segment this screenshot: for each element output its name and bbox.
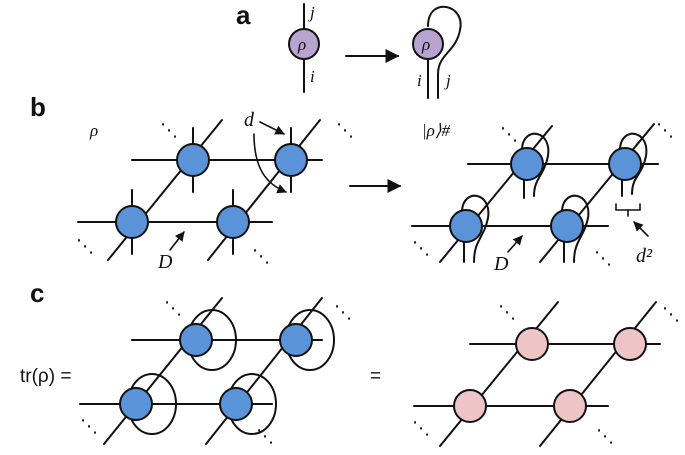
- ellipsis: ⋱: [334, 302, 352, 323]
- folded-leg: [521, 132, 550, 197]
- tensor-node: [608, 147, 642, 181]
- equals-sign: =: [370, 366, 381, 387]
- ellipsis: ⋱: [594, 248, 612, 269]
- tensor-node: [274, 143, 308, 177]
- bond-diagonal: [539, 301, 657, 447]
- bond-dim-label: D: [493, 253, 509, 275]
- tensor-node: [288, 28, 320, 60]
- bond-diagonal: [103, 297, 223, 445]
- ellipsis: ⋱: [256, 426, 274, 447]
- density-tensor-a-right: ρ i j: [412, 5, 462, 99]
- ellipsis: ⋱: [80, 416, 98, 437]
- d-arrow: [259, 121, 285, 135]
- folded-leg: [561, 194, 590, 263]
- tensor-node: [553, 389, 587, 423]
- panel-label-a: a: [236, 0, 251, 30]
- ellipsis: ⋱: [160, 120, 178, 141]
- index-i-left: i: [417, 71, 422, 90]
- d2-arrow: [633, 221, 649, 237]
- traced-lattice-left: ⋱ ⋱ ⋱ ⋱: [79, 297, 352, 447]
- physical-dim-label: d: [244, 109, 255, 131]
- ellipsis: ⋱: [336, 120, 354, 141]
- d-arrow: [253, 133, 287, 194]
- ellipsis: ⋱: [498, 302, 516, 323]
- d2-bracket: [615, 203, 641, 211]
- contracted-lattice-right: ⋱ ⋱ ⋱ ⋱: [412, 301, 680, 447]
- d2-label: d²: [636, 245, 653, 267]
- trace-label: tr(ρ) =: [20, 366, 71, 387]
- rho-label: ρ: [297, 35, 306, 54]
- rho-label-b: ρ: [89, 121, 98, 140]
- tensor-node: [219, 387, 253, 421]
- ellipsis: ⋱: [656, 120, 674, 141]
- ellipsis: ⋱: [596, 426, 614, 447]
- D-arrow: [507, 235, 523, 253]
- peps-lattice-left: ⋱ ⋱ ⋱ ⋱ d D: [76, 109, 354, 273]
- ellipsis: ⋱: [412, 238, 430, 259]
- panel-a: a ρ j i ρ i j: [236, 0, 462, 99]
- ellipsis: ⋱: [164, 298, 182, 319]
- panel-label-c: c: [30, 278, 44, 308]
- ellipsis: ⋱: [412, 418, 430, 439]
- bond-diagonal: [207, 119, 321, 261]
- tensor-node: [179, 323, 213, 357]
- tensor-node: [453, 389, 487, 423]
- tensor-node: [176, 143, 210, 177]
- bond-diagonal: [205, 297, 323, 445]
- folded-leg: [427, 5, 462, 99]
- index-i-bottom: i: [310, 67, 315, 86]
- bond-diagonal: [539, 123, 655, 263]
- peps-lattice-right: |ρ⟩# ⋱ ⋱ ⋱ ⋱ d²: [411, 120, 674, 275]
- tensor-node: [550, 209, 584, 243]
- density-tensor-a-left: ρ j i: [288, 3, 320, 93]
- bond-diagonal: [439, 301, 559, 447]
- tensor-node: [279, 323, 313, 357]
- panel-c: c tr(ρ) = ⋱ ⋱ ⋱ ⋱ =: [20, 278, 680, 447]
- panel-b: b ρ ⋱ ⋱ ⋱ ⋱ d D: [30, 92, 674, 275]
- tensor-node: [449, 209, 483, 243]
- index-j-top: j: [308, 3, 315, 22]
- ellipsis: ⋱: [662, 304, 680, 325]
- tensor-node: [510, 147, 544, 181]
- ellipsis: ⋱: [500, 124, 518, 145]
- tensor-node: [216, 205, 250, 239]
- index-j-right: j: [444, 71, 451, 90]
- bond-dim-label: D: [157, 251, 173, 273]
- tensor-node: [515, 327, 549, 361]
- bond-diagonal: [439, 125, 553, 263]
- ellipsis: ⋱: [252, 246, 270, 267]
- tensor-node: [412, 28, 444, 60]
- tensor-node: [119, 387, 153, 421]
- rho-label: ρ: [421, 35, 430, 54]
- tensor-node: [613, 327, 647, 361]
- bond-diagonal: [107, 119, 223, 261]
- tensor-node: [115, 205, 149, 239]
- ket-label: |ρ⟩#: [422, 121, 450, 140]
- panel-label-b: b: [30, 92, 46, 122]
- ellipsis: ⋱: [76, 236, 94, 257]
- folded-leg: [461, 194, 490, 263]
- D-arrow: [169, 231, 185, 251]
- folded-leg: [619, 132, 648, 195]
